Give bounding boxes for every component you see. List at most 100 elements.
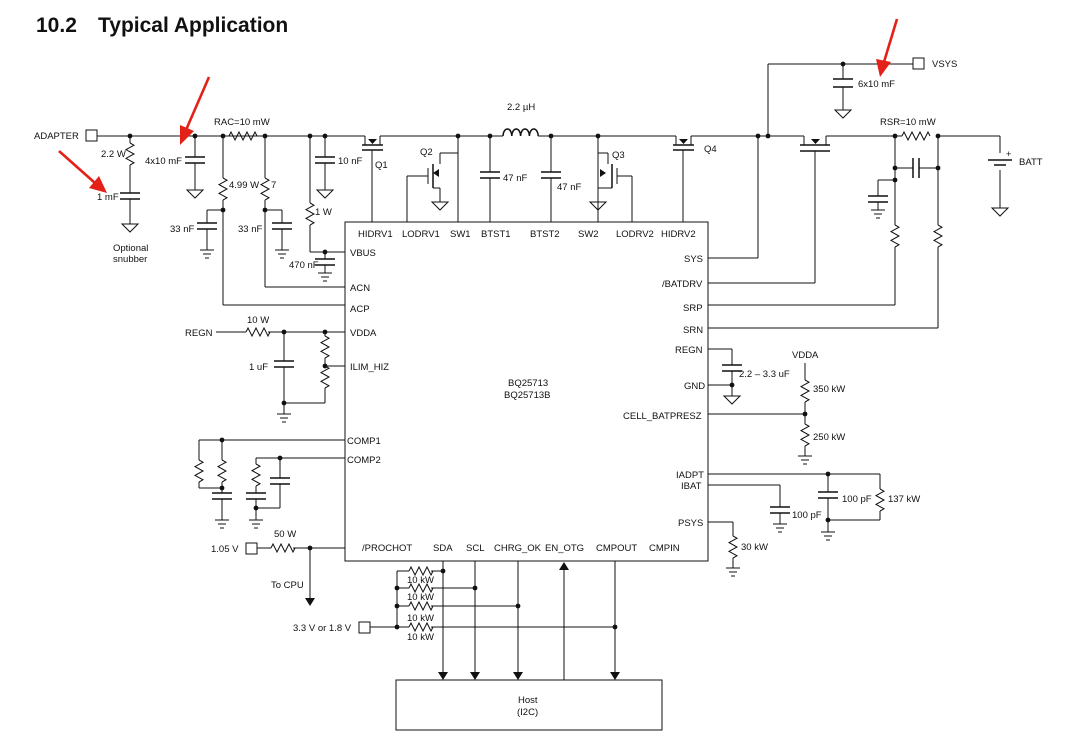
q3-label: Q3	[612, 150, 625, 161]
c-47-b-label: 47 nF	[557, 182, 581, 193]
compensation-network	[193, 439, 345, 529]
pin-sys: SYS	[684, 254, 703, 265]
annotation-arrow-input-cap	[180, 76, 211, 145]
pin-hidrv2: HIDRV2	[661, 229, 696, 240]
pin-btst1: BTST1	[481, 229, 511, 240]
r-7-label: 7	[271, 180, 276, 191]
batt-label: BATT	[1019, 157, 1043, 168]
rsr-sense-resistor	[708, 130, 944, 329]
pin-comp2: COMP2	[347, 455, 381, 466]
v33-terminal[interactable]	[358, 621, 371, 634]
pin-srp: SRP	[683, 303, 703, 314]
c-33-a-label: 33 nF	[170, 224, 194, 235]
inductor-label: 2.2 µH	[507, 102, 535, 113]
r-350-label: 350 kW	[813, 384, 845, 395]
v105-label: 1.05 V	[211, 544, 239, 555]
pin-acn: ACN	[350, 283, 370, 294]
pin-btst2: BTST2	[530, 229, 560, 240]
btst2-capacitor	[541, 136, 561, 222]
input-cap-label: 4x10 mF	[145, 156, 182, 167]
i2c-bus-wires	[438, 561, 620, 680]
q3-mosfet	[588, 136, 633, 222]
rsr-label: RSR=10 mW	[880, 117, 936, 128]
vdda-network	[216, 326, 345, 423]
pin-cmpout: CMPOUT	[596, 543, 637, 554]
to-cpu-label: To CPU	[271, 580, 304, 591]
adapter-label: ADAPTER	[34, 131, 79, 142]
prochot-network	[257, 542, 345, 606]
vsys-terminal[interactable]	[912, 57, 925, 70]
q1-mosfet	[362, 136, 383, 222]
junction-dots	[127, 61, 941, 630]
pin-sda: SDA	[433, 543, 453, 554]
c-33-b-label: 33 nF	[238, 224, 262, 235]
pin-srn: SRN	[683, 325, 703, 336]
vsys-label: VSYS	[932, 59, 957, 70]
adapter-terminal[interactable]	[85, 129, 98, 142]
svg-text:+: +	[1006, 149, 1011, 159]
r-250-label: 250 kW	[813, 432, 845, 443]
pin-sw1: SW1	[450, 229, 471, 240]
sys-cap-label: 6x10 mF	[858, 79, 895, 90]
battery-symbol: +	[988, 149, 1012, 217]
btst1-capacitor	[480, 136, 500, 222]
c-100a-label: 100 pF	[842, 494, 872, 505]
regn-input-label: REGN	[185, 328, 213, 339]
r-4p99-label: 4.99 W	[229, 180, 259, 191]
pin-vbus: VBUS	[350, 248, 376, 259]
c-470-label: 470 nF	[289, 260, 319, 271]
r-pu-3-label: 10 kW	[407, 613, 434, 624]
pin-psys: PSYS	[678, 518, 703, 529]
r-1-label: 1 W	[315, 207, 332, 218]
q4-mosfet	[673, 136, 694, 222]
ic-name-2: BQ25713B	[504, 390, 550, 401]
pin-chrg-ok: CHRG_OK	[494, 543, 542, 554]
host-label: Host	[518, 695, 538, 706]
v33-label: 3.3 V or 1.8 V	[293, 623, 352, 634]
v105-terminal[interactable]	[245, 542, 258, 555]
c-47-a-label: 47 nF	[503, 173, 527, 184]
section-number: 10.2	[36, 14, 77, 37]
section-title: Typical Application	[98, 14, 289, 37]
pullup-resistors	[370, 565, 615, 633]
pin-acp: ACP	[350, 304, 370, 315]
r-137-label: 137 kW	[888, 494, 920, 505]
pin-gnd: GND	[684, 381, 705, 392]
vdda-label: VDDA	[792, 350, 819, 361]
ic-name: BQ25713	[508, 378, 548, 389]
c-1u-label: 1 uF	[249, 362, 268, 373]
inductor	[502, 128, 539, 137]
pin-cmpin: CMPIN	[649, 543, 680, 554]
pin-vdda: VDDA	[350, 328, 377, 339]
pin-sw2: SW2	[578, 229, 599, 240]
ic-body	[344, 221, 709, 562]
snubber-note-2: snubber	[113, 254, 147, 265]
snubber-cap-label: 1 mF	[97, 192, 119, 203]
snubber-resistor-label: 2.2 W	[101, 149, 126, 160]
annotation-arrow-snubber-cap	[58, 150, 107, 193]
pin-ibat: IBAT	[681, 481, 702, 492]
snubber-note-1: Optional	[113, 243, 148, 254]
pin-prochot: /PROCHOT	[362, 543, 412, 554]
input-capacitor	[185, 136, 205, 199]
q2-mosfet	[406, 136, 459, 222]
c-100b-label: 100 pF	[792, 510, 822, 521]
r-pu-1-label: 10 kW	[407, 575, 434, 586]
pin-scl: SCL	[466, 543, 484, 554]
pin-batdrv: /BATDRV	[662, 279, 703, 290]
r-10-label: 10 W	[247, 315, 269, 326]
pin-regn: REGN	[675, 345, 703, 356]
pin-hidrv1: HIDRV1	[358, 229, 393, 240]
host-sub-label: (I2C)	[517, 707, 538, 718]
q4-label: Q4	[704, 144, 717, 155]
pin-cell-batpresz: CELL_BATPRESZ	[623, 411, 702, 422]
pin-en-otg: EN_OTG	[545, 543, 584, 554]
q2-label: Q2	[420, 147, 433, 158]
annotation-arrow-sys-cap	[876, 18, 899, 77]
batfet	[708, 136, 830, 284]
psys-network	[708, 521, 740, 577]
rac-sense-resistor	[197, 130, 345, 306]
pin-lodrv1: LODRV1	[402, 229, 440, 240]
ibat-network	[708, 484, 790, 533]
pin-ilim-hiz: ILIM_HIZ	[350, 362, 389, 373]
